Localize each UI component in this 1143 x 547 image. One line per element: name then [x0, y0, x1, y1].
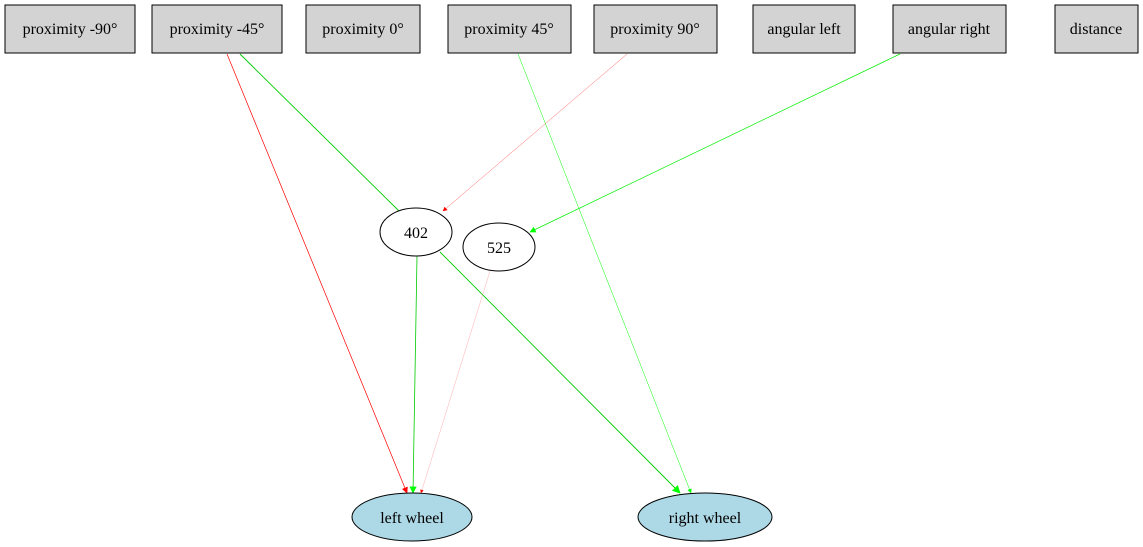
- edge-525-left-wheel: [420, 270, 491, 494]
- edge-ang-right-525: [529, 53, 901, 233]
- node-label: 525: [487, 240, 511, 257]
- node-label: proximity 45°: [464, 21, 554, 38]
- output-node-right-wheel: right wheel: [637, 492, 773, 542]
- edge-prox-m45-402: [239, 53, 400, 212]
- edge-prox-m45-left-wheel: [226, 53, 408, 494]
- node-label: left wheel: [380, 510, 444, 527]
- input-node-angular-right: angular right: [892, 4, 1007, 54]
- edges: [226, 53, 901, 494]
- edge-prox-90-402: [442, 53, 628, 212]
- edge-prox-45-right-wheel: [517, 53, 692, 494]
- input-node-proximity-minus-90: proximity -90°: [4, 4, 136, 54]
- node-label: angular left: [767, 21, 841, 38]
- input-node-proximity-minus-45: proximity -45°: [151, 4, 283, 54]
- input-node-proximity-45: proximity 45°: [447, 4, 572, 54]
- edge-402-left-wheel: [409, 255, 418, 494]
- node-label: right wheel: [669, 510, 742, 527]
- input-node-proximity-90: proximity 90°: [593, 4, 718, 54]
- input-node-angular-left: angular left: [752, 4, 856, 54]
- node-label: 402: [404, 225, 428, 242]
- node-label: distance: [1070, 21, 1122, 38]
- node-label: proximity 0°: [322, 21, 404, 38]
- hidden-node-402: 402: [379, 207, 453, 257]
- node-label: proximity 90°: [610, 21, 700, 38]
- node-label: proximity -45°: [170, 21, 265, 38]
- hidden-node-525: 525: [462, 222, 536, 272]
- input-node-proximity-0: proximity 0°: [305, 4, 421, 54]
- output-node-left-wheel: left wheel: [351, 492, 473, 542]
- node-label: angular right: [908, 21, 991, 38]
- input-node-distance: distance: [1054, 4, 1139, 54]
- node-label: proximity -90°: [23, 21, 118, 38]
- edge-402-right-wheel: [439, 251, 681, 494]
